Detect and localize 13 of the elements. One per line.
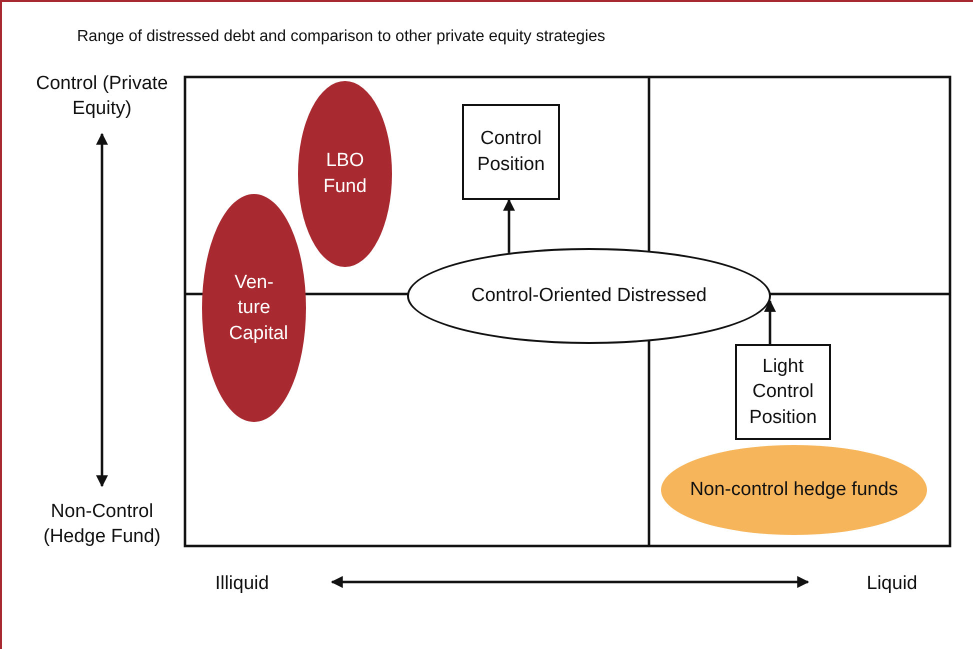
strategy-ellipse: Non-control hedge funds <box>661 445 927 535</box>
fund-ellipse: Ven- ture Capital <box>202 194 306 422</box>
diagram-title: Range of distressed debt and comparison to other private equity strategies <box>77 27 606 47</box>
axis-label: Control (Private Equity) <box>35 72 169 121</box>
position-box: Control Position <box>462 104 560 200</box>
arrow <box>503 198 515 253</box>
axis-label: Liquid <box>866 572 918 596</box>
arrow <box>764 300 776 344</box>
strategy-ellipse: Control-Oriented Distressed <box>407 248 771 344</box>
axis-label: Non-Control (Hedge Fund) <box>42 500 162 549</box>
fund-ellipse: LBO Fund <box>298 81 392 267</box>
position-box: Light Control Position <box>735 344 831 440</box>
axis-label: Illiquid <box>214 572 270 596</box>
